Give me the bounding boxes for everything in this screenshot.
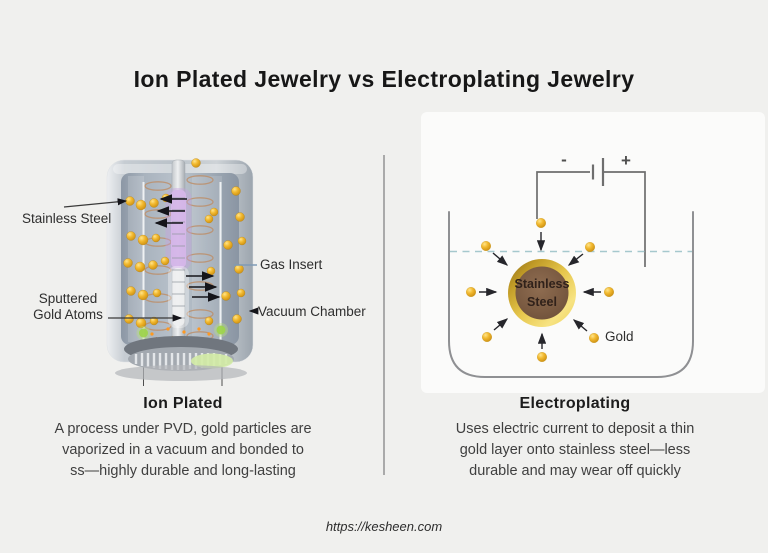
plus-terminal-label: + [621, 151, 631, 170]
label-leaders [63, 198, 259, 322]
electrode-circle [508, 259, 576, 327]
description-line: durable and may wear off quickly [469, 463, 681, 479]
ion-plated-diagram: Stainless Steel Sputtered Gold Atoms Gas… [0, 140, 384, 390]
description-line: ss—highly durable and long-lasting [70, 463, 296, 479]
ion-plated-heading: Ion Plated [143, 395, 223, 412]
center-divider [383, 155, 385, 475]
electrode-label-line2: Steel [527, 295, 557, 310]
panel-backdrop [421, 112, 765, 393]
vacuum-chamber-illustration [63, 158, 259, 386]
description-line: A process under PVD, gold particles are [54, 421, 312, 437]
green-indicators [136, 323, 228, 340]
deposition-arrows [479, 232, 601, 349]
vacuum-chamber-label: Vacuum Chamber [258, 304, 366, 319]
footer-url: https://kesheen.com [325, 519, 443, 534]
electroplating-illustration [421, 112, 765, 393]
battery-circuit [536, 158, 646, 267]
gold-label: Gold [605, 329, 634, 344]
electrode-label: Stainless Steel [502, 275, 582, 311]
gold-ions [466, 218, 614, 362]
electrode-label-line1: Stainless [514, 277, 570, 291]
page-title: Ion Plated Jewelry vs Electroplating Jew… [133, 66, 635, 92]
atom-motion-arrows [154, 194, 221, 302]
sputtered-gold-atoms-label: Sputtered Gold Atoms [33, 291, 103, 322]
electroplating-heading: Electroplating [519, 395, 631, 412]
gold-atoms [123, 158, 247, 329]
rotating-base [115, 336, 247, 381]
ion-plated-description: A process under PVD, gold particles are … [8, 419, 358, 482]
description-line: gold layer onto stainless steel—less [459, 442, 691, 458]
gas-insert-label: Gas Insert [260, 257, 323, 272]
electroplating-description: Uses electric current to deposit a thin … [400, 419, 750, 482]
stainless-steel-label: Stainless Steel [22, 211, 112, 226]
description-line: Uses electric current to deposit a thin [455, 421, 695, 437]
minus-terminal-label: - [561, 150, 567, 169]
description-line: vaporized in a vacuum and bonded to [62, 442, 304, 458]
electroplating-diagram: - + Stainless Steel Gold [384, 110, 768, 395]
plating-tank [448, 211, 694, 378]
plasma-rod [165, 159, 192, 353]
